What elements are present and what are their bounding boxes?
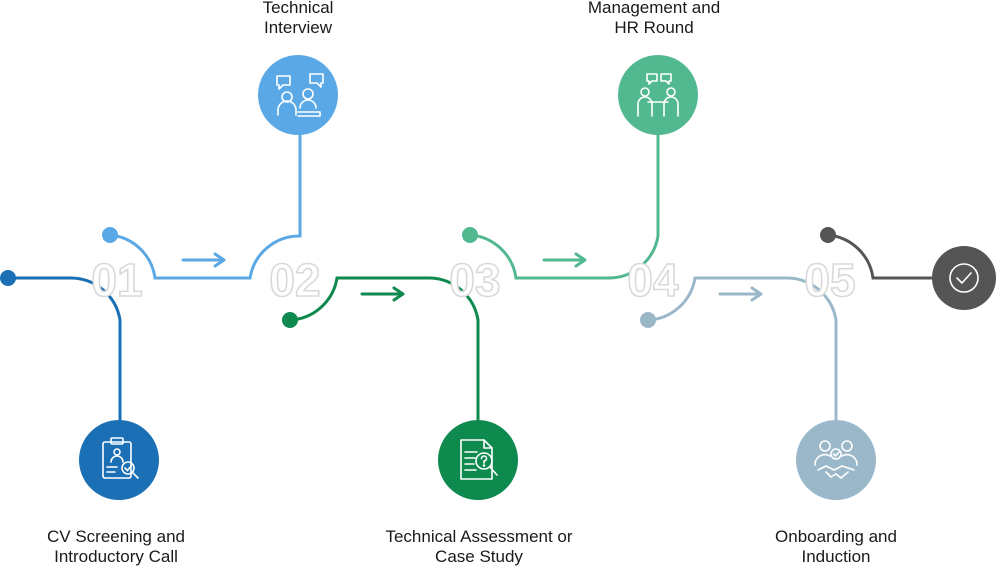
arrow-right-icon bbox=[718, 286, 763, 302]
step-icon-03 bbox=[438, 420, 518, 500]
connector-final bbox=[826, 233, 937, 280]
start-dot-03 bbox=[282, 312, 298, 328]
step-number-04: 04 bbox=[627, 254, 679, 306]
step-label-04: Management and HR Round bbox=[587, 0, 721, 37]
step-icon-02 bbox=[258, 55, 338, 135]
interview-chat-icon bbox=[276, 73, 324, 117]
step-number-05: 05 bbox=[804, 254, 855, 306]
step-label-02: Technical Interview bbox=[262, 0, 334, 37]
meeting-table-icon bbox=[637, 73, 679, 117]
step-label-03: Technical Assessment or Case Study bbox=[385, 527, 573, 566]
final-step-icon bbox=[932, 246, 996, 310]
step-icon-05 bbox=[796, 420, 876, 500]
connector-02 bbox=[108, 133, 302, 280]
connector-04 bbox=[468, 133, 660, 280]
step-number-01: 01 bbox=[91, 254, 142, 306]
arrow-right-icon bbox=[542, 252, 587, 268]
start-dot-final bbox=[820, 227, 836, 243]
start-dot-05 bbox=[640, 312, 656, 328]
handshake-team-icon bbox=[814, 440, 858, 479]
start-dot-04 bbox=[462, 227, 478, 243]
connector-01 bbox=[6, 276, 122, 422]
step-label-01: CV Screening and Introductory Call bbox=[47, 527, 185, 566]
step-number-03: 03 bbox=[449, 254, 500, 306]
step-icon-01 bbox=[79, 420, 159, 500]
connector-05 bbox=[646, 276, 838, 422]
step-label-05: Onboarding and Induction bbox=[775, 527, 897, 566]
arrow-right-icon bbox=[360, 286, 405, 302]
step-number-02: 02 bbox=[269, 254, 320, 306]
start-dot-02 bbox=[102, 227, 118, 243]
arrow-right-icon bbox=[181, 252, 226, 268]
connector-03 bbox=[288, 276, 480, 422]
start-dot-01 bbox=[0, 270, 16, 286]
check-circle-icon bbox=[949, 263, 979, 293]
document-search-icon bbox=[460, 439, 498, 480]
step-icon-04 bbox=[618, 55, 698, 135]
clipboard-search-icon bbox=[102, 437, 139, 479]
